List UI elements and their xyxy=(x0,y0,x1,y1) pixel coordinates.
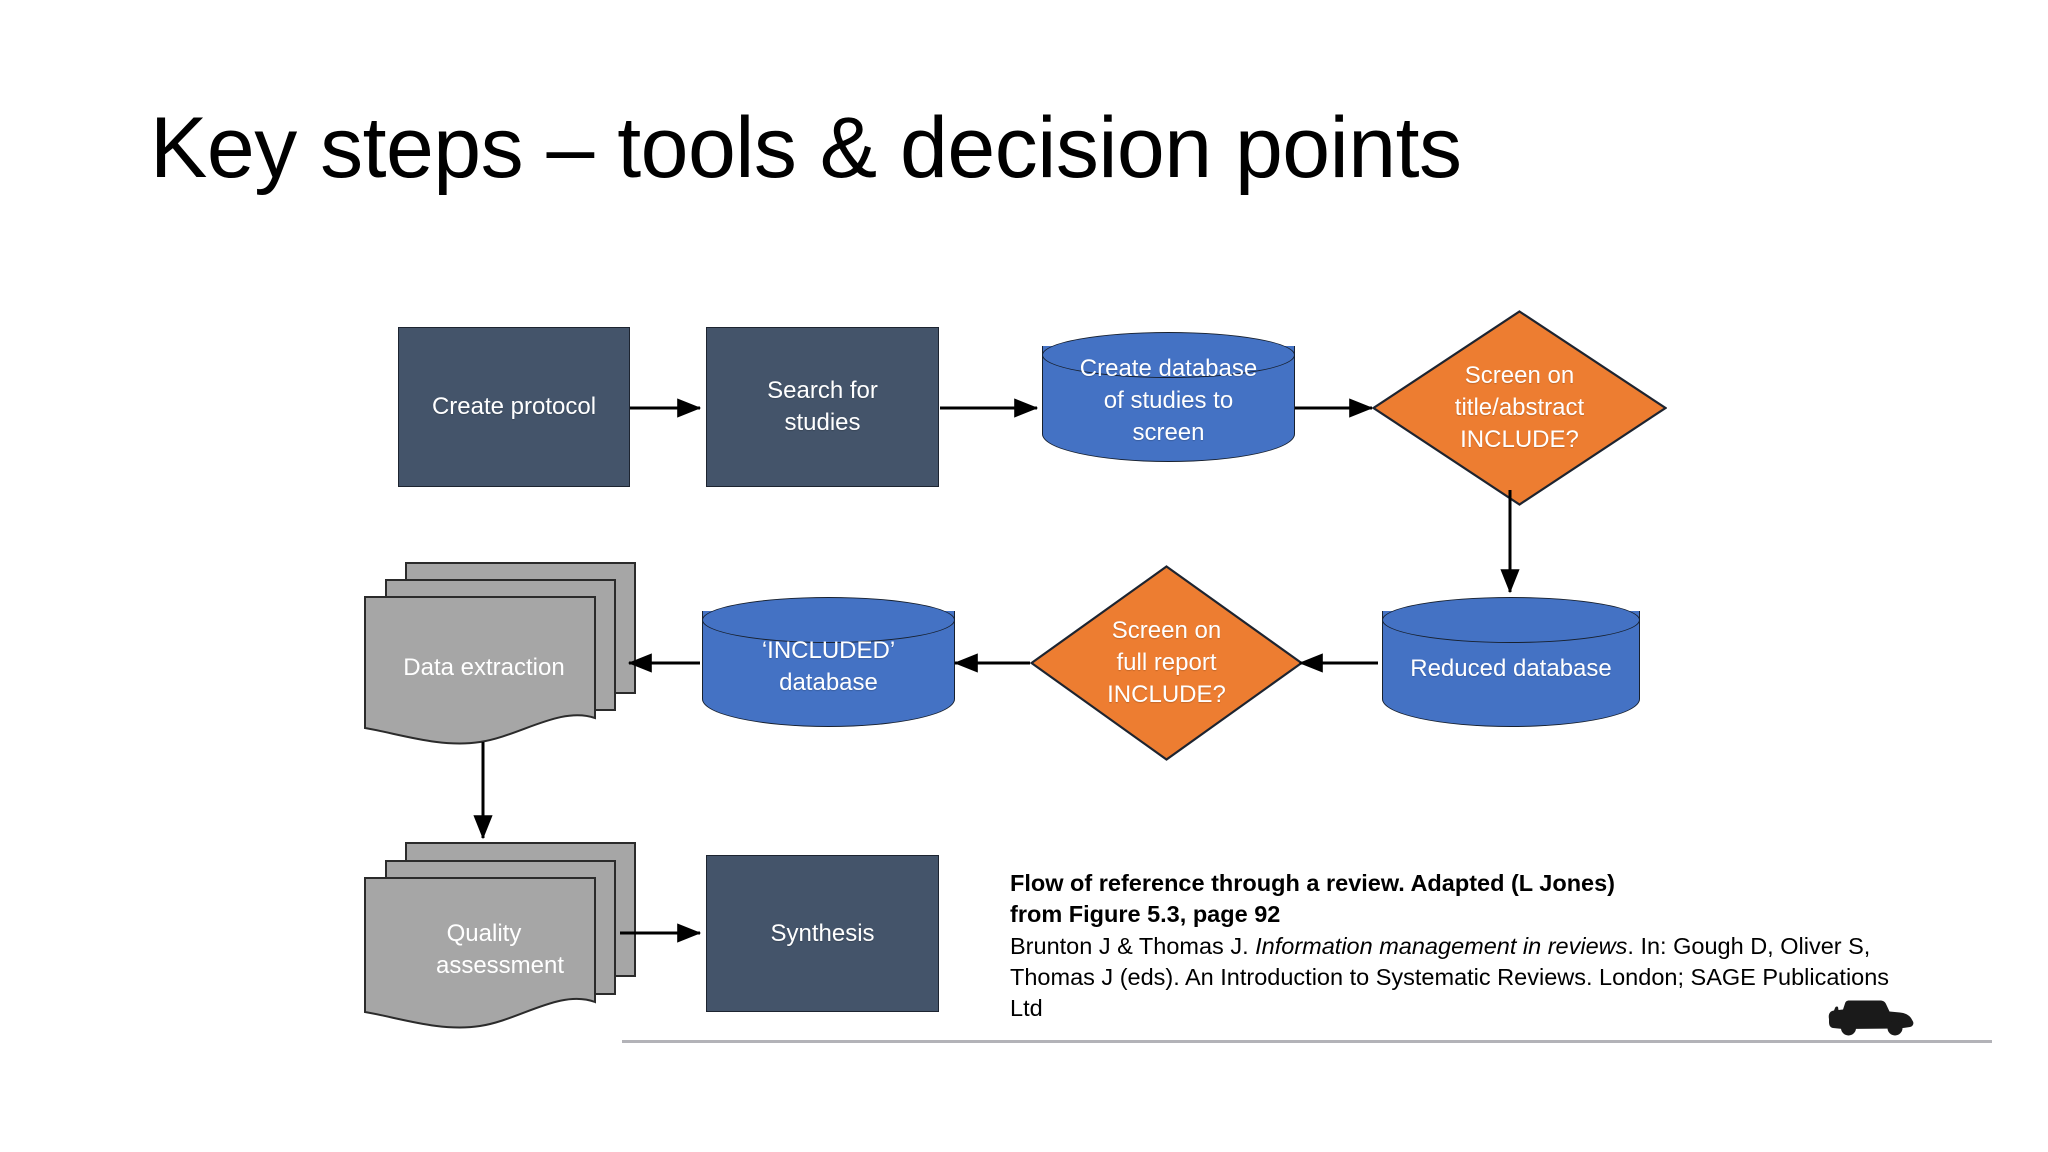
cylinder-top xyxy=(1042,332,1295,378)
node-synthesis[interactable]: Synthesis xyxy=(706,855,939,1012)
node-reduced-database[interactable]: Reduced database xyxy=(1382,597,1640,727)
line: Data extraction xyxy=(403,654,565,681)
reference-source: . In: Gough D, Oliver S, Thomas J (eds).… xyxy=(1010,932,1890,1022)
document-stack-shape xyxy=(364,562,636,745)
page-title: Key steps – tools & decision points xyxy=(150,100,1462,196)
node-included-database[interactable]: ‘INCLUDED’ database xyxy=(702,597,955,727)
cylinder-top xyxy=(1382,597,1640,643)
figure-caption: Flow of reference through a review. Adap… xyxy=(1010,868,1890,1024)
caption-line-1: Flow of reference through a review. Adap… xyxy=(1010,870,1616,896)
caption-reference: Brunton J & Thomas J. Information manage… xyxy=(1010,931,1890,1025)
suv-silhouette-icon xyxy=(1828,1000,1914,1036)
line: Search for xyxy=(767,377,878,405)
reference-title: Information management in reviews xyxy=(1255,932,1628,959)
line: studies xyxy=(784,409,861,436)
node-data-extraction[interactable]: Data extraction xyxy=(360,558,640,748)
reference-authors: Brunton J & Thomas J. xyxy=(1010,932,1256,959)
node-create-protocol-label: Create protocol xyxy=(431,393,597,421)
node-quality-assessment-label: Quality assessment xyxy=(360,918,640,981)
line: assessment xyxy=(435,951,565,979)
diamond-shape xyxy=(1030,565,1303,761)
document-stack-shape xyxy=(364,842,636,1029)
node-create-database[interactable]: Create database of studies to screen xyxy=(1042,332,1295,462)
node-screen-full[interactable]: Screen on full report INCLUDE? xyxy=(1030,565,1303,761)
node-quality-assessment[interactable]: Quality assessment xyxy=(360,838,640,1034)
node-screen-title[interactable]: Screen on title/abstract INCLUDE? xyxy=(1372,310,1667,506)
cylinder-top xyxy=(702,597,955,643)
diamond-shape xyxy=(1372,310,1667,506)
line: Quality xyxy=(446,920,522,947)
node-create-protocol[interactable]: Create protocol xyxy=(398,327,630,487)
node-synthesis-label: Synthesis xyxy=(770,919,875,947)
node-search-studies-label: Search for studies xyxy=(767,375,878,438)
caption-line-2: from Figure 5.3, page 92 xyxy=(1010,901,1281,928)
node-search-studies[interactable]: Search for studies xyxy=(706,327,939,487)
node-data-extraction-label: Data extraction xyxy=(360,652,640,684)
horizontal-rule xyxy=(622,1040,1992,1043)
